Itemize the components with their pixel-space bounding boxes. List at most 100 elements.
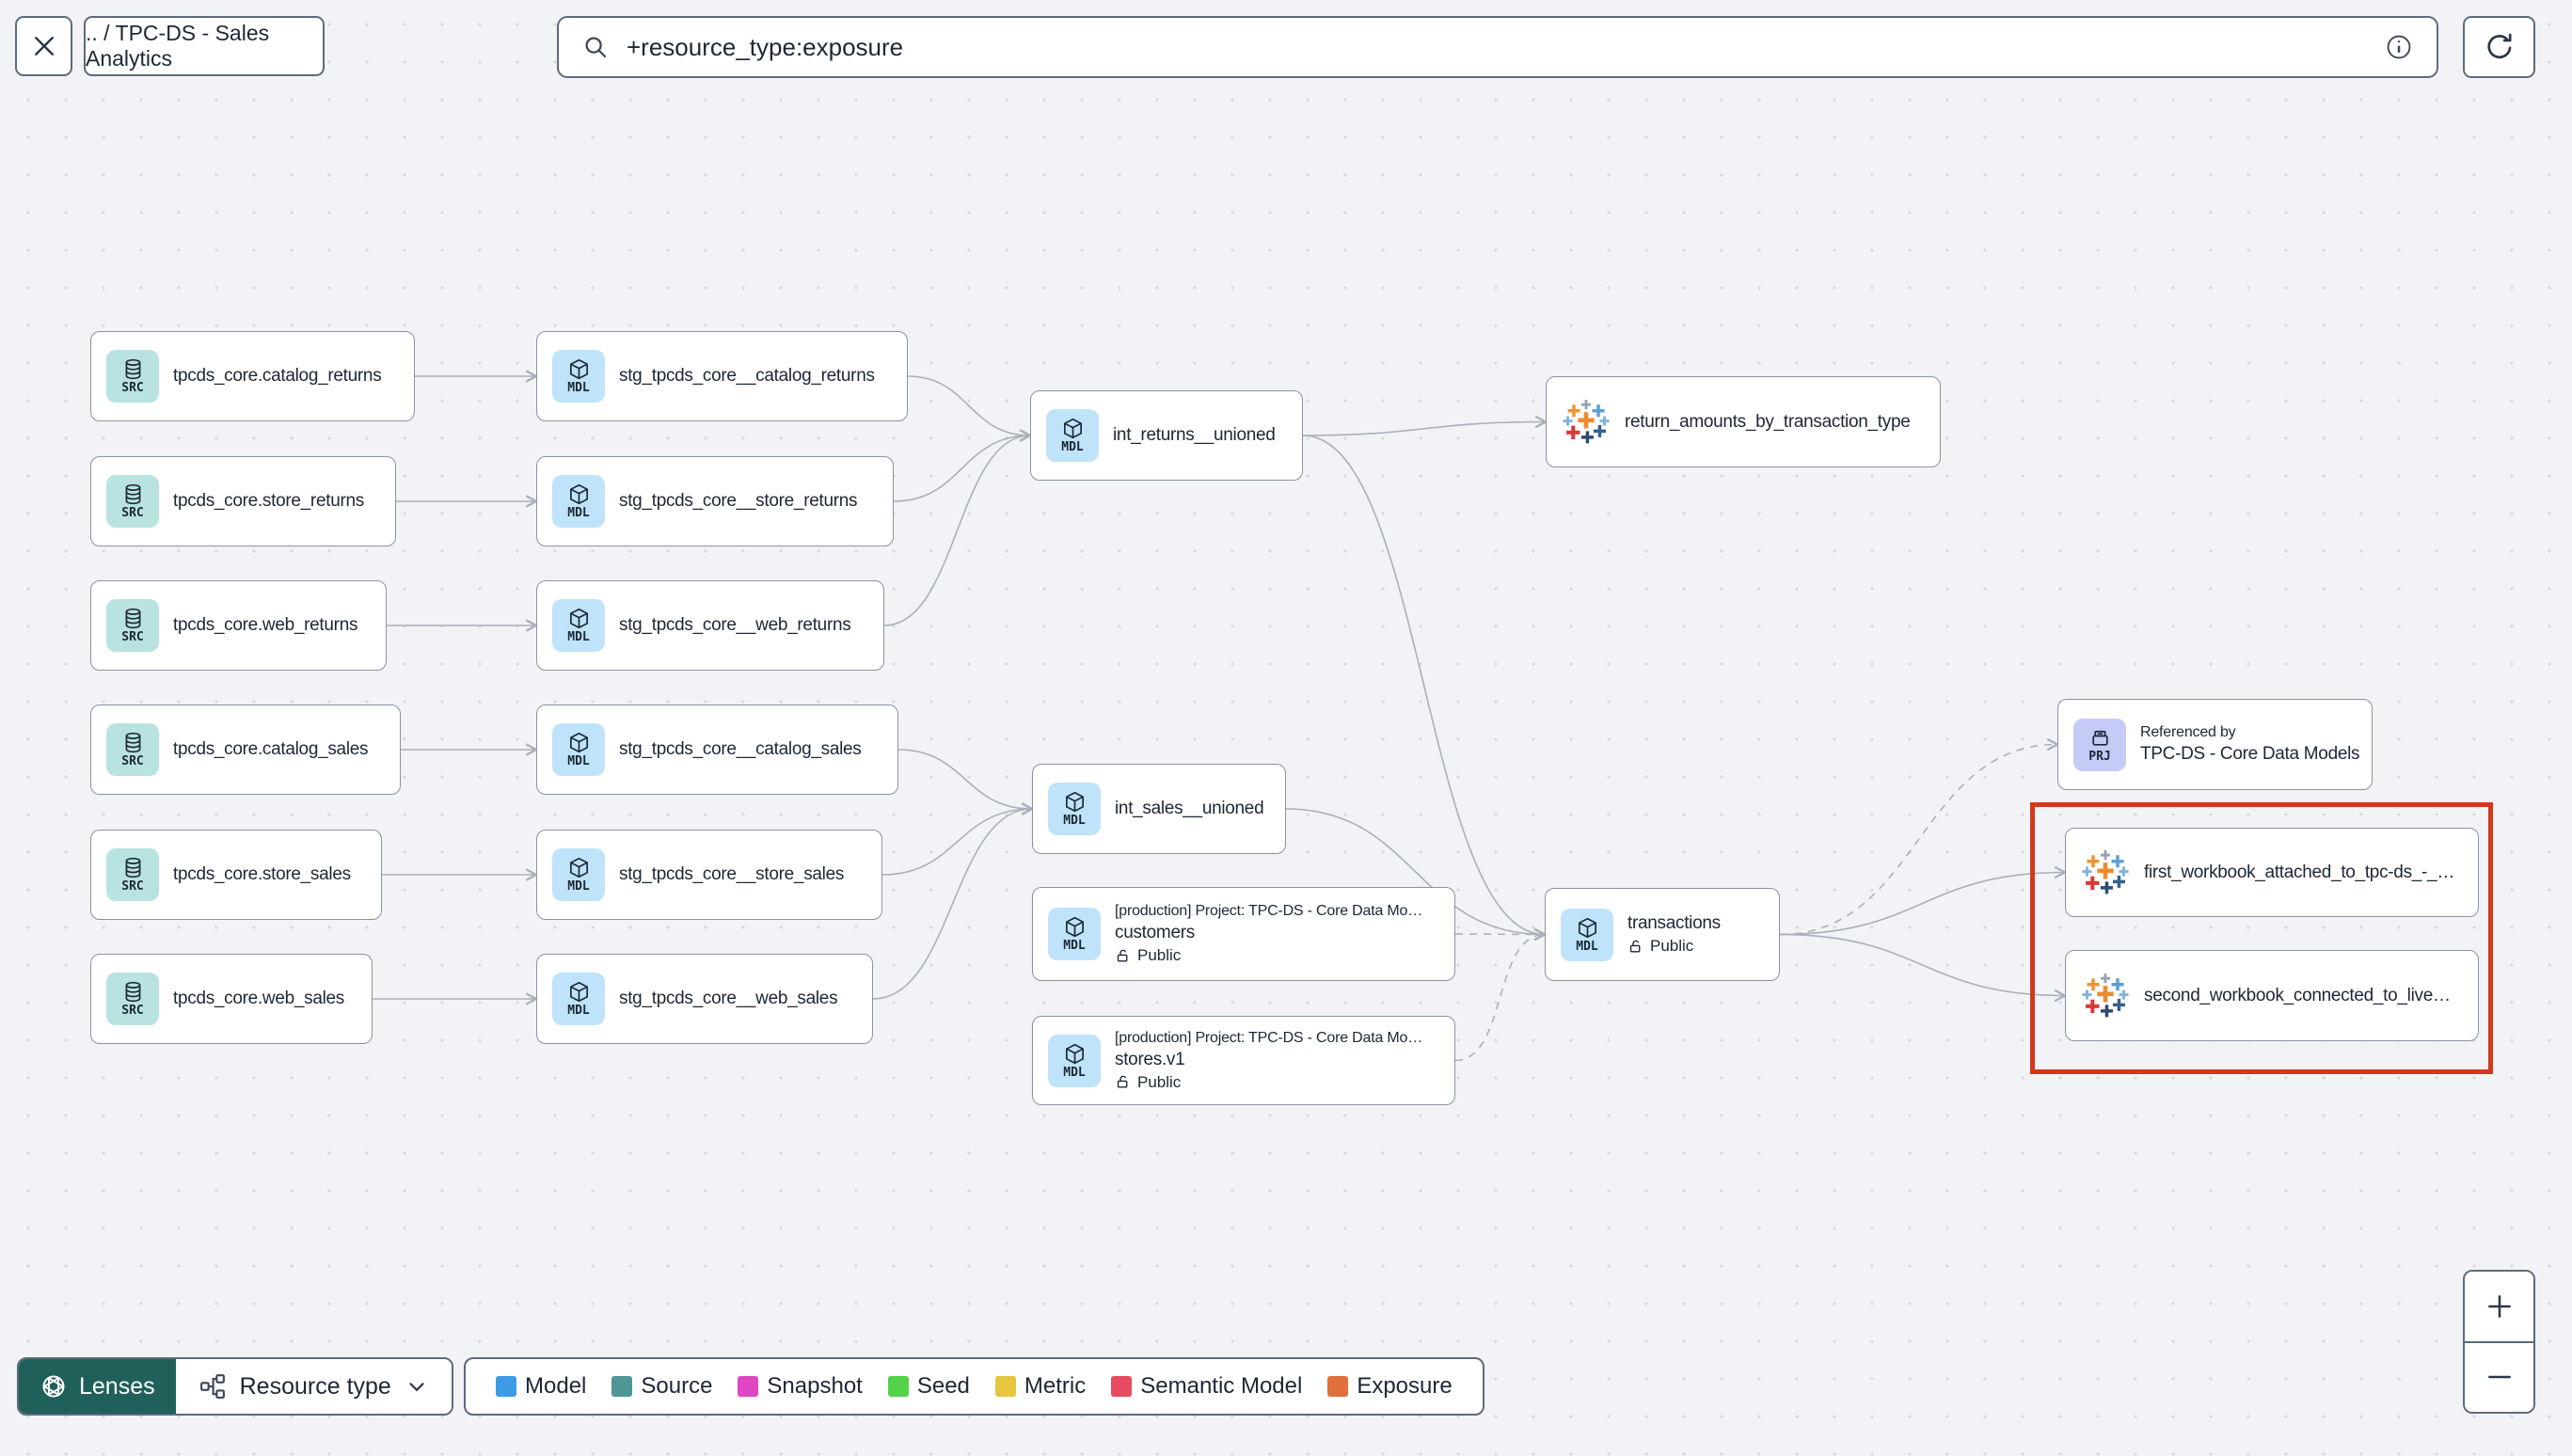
node-customers[interactable]: MDL [production] Project: TPC-DS - Core D… xyxy=(1032,887,1455,981)
database-icon xyxy=(121,731,145,754)
node-access: Public xyxy=(1627,937,1721,956)
node-label: stg_tpcds_core__store_returns xyxy=(619,491,858,511)
edge-stg_web_sales-int_sales xyxy=(872,809,1032,1000)
badge-label: MDL xyxy=(1063,939,1086,953)
lenses-button[interactable]: Lenses xyxy=(19,1359,176,1414)
cube-icon xyxy=(567,607,591,630)
badge-label: PRJ xyxy=(2088,749,2111,764)
node-int_sales[interactable]: MDL int_sales__unioned xyxy=(1032,764,1286,854)
node-return_amounts[interactable]: return_amounts_by_transaction_type xyxy=(1546,376,1941,467)
badge-label: MDL xyxy=(567,879,590,894)
badge-label: MDL xyxy=(1063,1065,1086,1080)
model-badge: MDL xyxy=(552,599,605,652)
legend-item-seed: Seed xyxy=(887,1373,970,1400)
node-stg_store_returns[interactable]: MDL stg_tpcds_core__store_returns xyxy=(536,456,894,546)
badge-label: MDL xyxy=(567,1004,590,1018)
refresh-button[interactable] xyxy=(2463,16,2535,78)
lock-open-icon xyxy=(1115,948,1131,964)
node-label: tpcds_core.store_returns xyxy=(173,491,364,511)
node-label: tpcds_core.store_sales xyxy=(173,864,351,884)
legend-item-exposure: Exposure xyxy=(1327,1373,1453,1400)
model-badge: MDL xyxy=(1046,409,1099,462)
cube-icon xyxy=(567,357,591,381)
edge-int_returns-transactions xyxy=(1302,435,1545,935)
node-src_catalog_sales[interactable]: SRC tpcds_core.catalog_sales xyxy=(90,704,401,795)
node-int_returns[interactable]: MDL int_returns__unioned xyxy=(1030,390,1303,481)
model-badge: MDL xyxy=(1048,1034,1101,1087)
zoom-out-button[interactable] xyxy=(2465,1340,2533,1412)
search-input[interactable] xyxy=(625,31,2369,63)
lock-open-icon xyxy=(1115,1074,1131,1090)
breadcrumb-label: .. / TPC-DS - Sales Analytics xyxy=(86,21,270,71)
database-icon xyxy=(121,357,145,381)
zoom-in-button[interactable] xyxy=(2465,1272,2533,1341)
legend-label: Seed xyxy=(916,1373,970,1399)
model-badge: MDL xyxy=(552,475,605,528)
model-badge: MDL xyxy=(552,973,605,1025)
node-label: stores.v1 xyxy=(1115,1049,1185,1069)
info-icon[interactable] xyxy=(2384,32,2414,62)
node-src_store_sales[interactable]: SRC tpcds_core.store_sales xyxy=(90,830,382,920)
node-first_workbook[interactable]: first_workbook_attached_to_tpc-ds_-_… xyxy=(2065,828,2479,917)
chevron-down-icon xyxy=(405,1374,429,1399)
model-badge: MDL xyxy=(552,848,605,901)
breadcrumb[interactable]: .. / TPC-DS - Sales Analytics xyxy=(84,16,325,76)
x-icon xyxy=(30,32,58,60)
node-stores_v1[interactable]: MDL [production] Project: TPC-DS - Core D… xyxy=(1032,1016,1455,1105)
node-context: Referenced by xyxy=(2140,724,2236,740)
lock-open-icon xyxy=(1627,939,1643,955)
close-button[interactable] xyxy=(15,16,72,76)
badge-label: SRC xyxy=(121,1004,144,1018)
node-second_workbook[interactable]: second_workbook_connected_to_live… xyxy=(2065,950,2479,1041)
badge-label: SRC xyxy=(121,879,144,894)
node-stg_web_sales[interactable]: MDL stg_tpcds_core__web_sales xyxy=(536,954,873,1044)
badge-label: SRC xyxy=(121,381,144,395)
legend-label: Model xyxy=(525,1373,587,1399)
legend-swatch xyxy=(738,1376,759,1397)
cube-icon xyxy=(567,731,591,754)
legend-label: Metric xyxy=(1024,1373,1087,1399)
edge-stg_catalog_sales-int_sales xyxy=(897,749,1032,809)
edge-transactions-first_workbook xyxy=(1779,873,2065,936)
legend-swatch xyxy=(1327,1376,1349,1397)
cube-icon xyxy=(1063,915,1087,939)
resource-type-dropdown[interactable]: Resource type xyxy=(175,1359,452,1414)
badge-label: MDL xyxy=(1576,939,1598,954)
node-label: return_amounts_by_transaction_type xyxy=(1625,411,1911,432)
resource-type-label: Resource type xyxy=(239,1372,391,1400)
badge-label: MDL xyxy=(1063,814,1086,828)
lenses-control: Lenses Resource type xyxy=(17,1357,453,1416)
node-label: tpcds_core.catalog_sales xyxy=(173,739,369,759)
node-label: stg_tpcds_core__web_sales xyxy=(619,989,838,1008)
project-icon xyxy=(2088,726,2112,750)
node-label: int_returns__unioned xyxy=(1113,425,1276,445)
model-badge: MDL xyxy=(1048,908,1101,960)
node-context: [production] Project: TPC-DS - Core Data… xyxy=(1115,1029,1423,1046)
node-context: [production] Project: TPC-DS - Core Data… xyxy=(1115,903,1423,919)
source-badge: SRC xyxy=(106,848,159,901)
node-label: stg_tpcds_core__web_returns xyxy=(619,615,851,635)
cube-icon xyxy=(567,483,591,506)
search-bar[interactable] xyxy=(557,16,2438,78)
node-label: tpcds_core.web_sales xyxy=(173,989,344,1008)
legend-label: Snapshot xyxy=(767,1373,863,1399)
source-badge: SRC xyxy=(106,723,159,776)
node-src_web_sales[interactable]: SRC tpcds_core.web_sales xyxy=(90,954,373,1044)
edge-customers-transactions xyxy=(1454,934,1545,935)
database-icon xyxy=(121,980,145,1004)
cube-icon xyxy=(1061,417,1085,440)
node-label: int_sales__unioned xyxy=(1115,799,1264,818)
cube-icon xyxy=(567,856,591,879)
model-badge: MDL xyxy=(552,723,605,776)
node-stg_web_returns[interactable]: MDL stg_tpcds_core__web_returns xyxy=(536,580,884,671)
